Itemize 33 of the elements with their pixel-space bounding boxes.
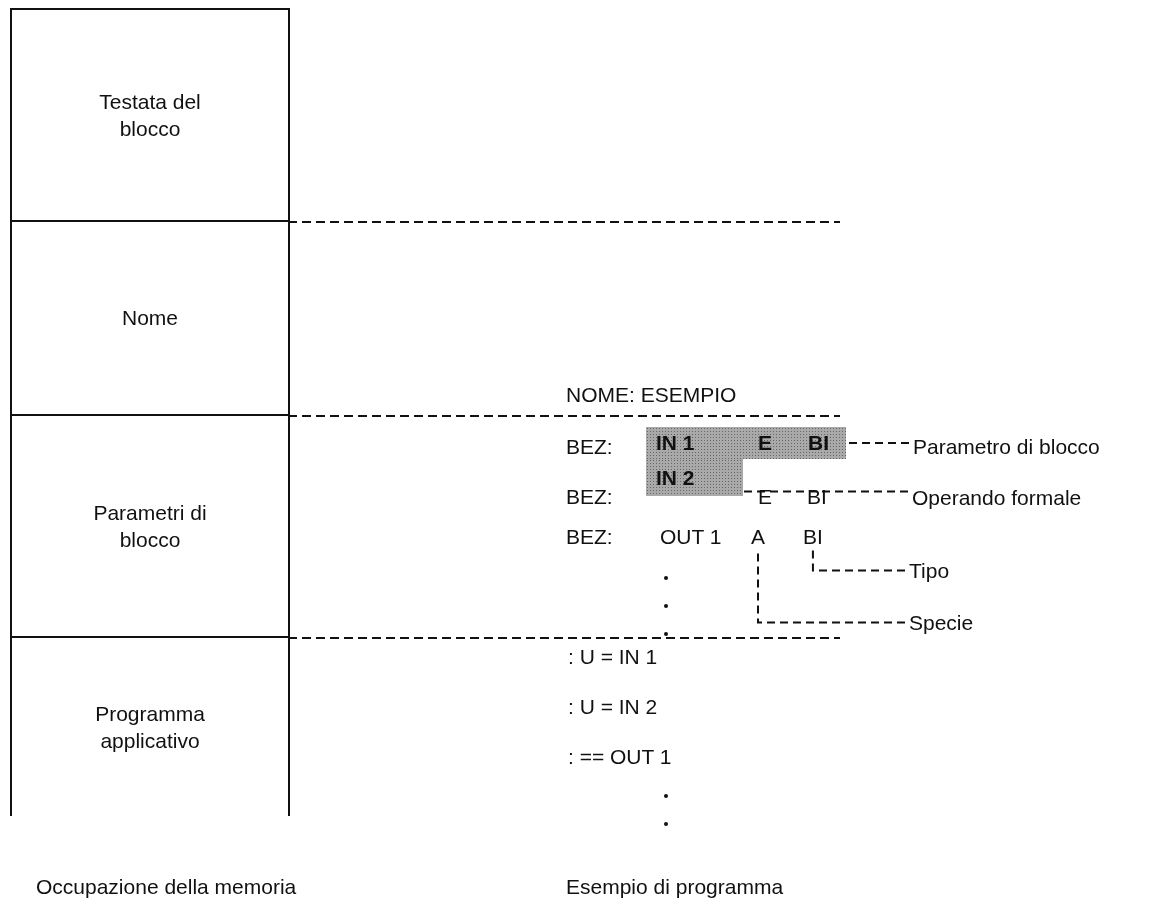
leader-line [811,548,906,572]
highlighted-field [646,459,743,496]
caption: Occupazione della memoria [36,876,297,897]
memory-section-box [10,8,290,222]
code-line: : U = IN 1 [568,646,658,667]
code-token: BEZ: [566,436,613,457]
annotation-text: Operando formale [912,487,1082,508]
code-token: BI [803,526,823,547]
section-label: Programma applicativo [94,700,206,754]
code-token: E [758,486,772,507]
code-token: IN 1 [656,432,695,453]
annotation-text: Specie [909,612,974,633]
section-label: Parametri di blocco [92,499,208,553]
code-token: BI [808,432,829,453]
memory-section-box [10,416,290,638]
section-label: Testata del blocco [98,88,202,142]
code-token: OUT 1 [660,526,722,547]
annotation-text: Tipo [909,560,950,581]
section-label: Nome [121,305,179,332]
code-token: IN 2 [656,467,695,488]
code-token: BEZ: [566,526,613,547]
highlighted-field [646,427,846,459]
program-name: NOME: ESEMPIO [566,384,737,405]
code-token: E [758,432,772,453]
code-line: : == OUT 1 [568,746,672,767]
leader-line [742,490,909,493]
memory-section-box [10,222,290,416]
annotation-text: Parametro di blocco [913,436,1100,457]
code-token: A [751,526,765,547]
code-line: : U = IN 2 [568,696,658,717]
caption: Esempio di programma [566,876,784,897]
memory-section-box [10,638,290,816]
code-token: BEZ: [566,486,613,507]
